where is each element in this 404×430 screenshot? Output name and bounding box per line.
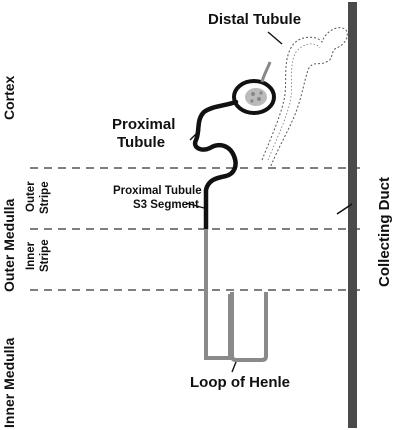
label-distal-tubule: Distal Tubule: [208, 11, 301, 28]
zone-inner-medulla: Inner Medulla: [1, 338, 17, 428]
label-s3-line1: Proximal Tubule: [113, 185, 202, 197]
zone-inner-stripe-1: Inner: [25, 241, 37, 270]
glomerulus-texture: [250, 99, 254, 103]
label-proximal-tubule-1: Proximal: [112, 116, 175, 133]
collecting-duct: [348, 2, 357, 428]
proximal-tubule-pointer: [189, 129, 201, 141]
label-loop-of-henle: Loop of Henle: [190, 374, 290, 391]
glomerulus-texture: [251, 92, 255, 96]
collecting-duct-pointer: [336, 203, 353, 215]
glomerulus: [245, 88, 267, 106]
distal-tubule-pointer: [267, 31, 283, 45]
zone-outer-stripe-1: Outer: [25, 181, 37, 212]
label-s3-line2: S3 Segment: [133, 199, 199, 211]
loop-of-henle: [204, 229, 232, 360]
distal-tubule-inner: [267, 43, 321, 161]
glomerulus-texture: [257, 97, 261, 101]
zone-outer-medulla: Outer Medulla: [1, 198, 17, 292]
loop-of-henle-pointer: [231, 361, 237, 373]
glomerulus-capsule: [232, 79, 276, 115]
s3-segment-pointer: [185, 202, 205, 209]
zone-outer-stripe-2: Stripe: [39, 181, 51, 214]
loop-of-henle-descending: [230, 292, 268, 362]
glomerulus-texture: [259, 91, 263, 95]
zone-cortex: Cortex: [1, 75, 17, 120]
zone-inner-stripe-2: Stripe: [39, 239, 51, 272]
distal-tubule: [261, 27, 348, 169]
afferent-arteriole: [260, 61, 272, 83]
label-proximal-tubule-2: Tubule: [117, 134, 165, 151]
proximal-tubule: [192, 99, 239, 232]
label-collecting-duct: Collecting Duct: [376, 177, 393, 287]
